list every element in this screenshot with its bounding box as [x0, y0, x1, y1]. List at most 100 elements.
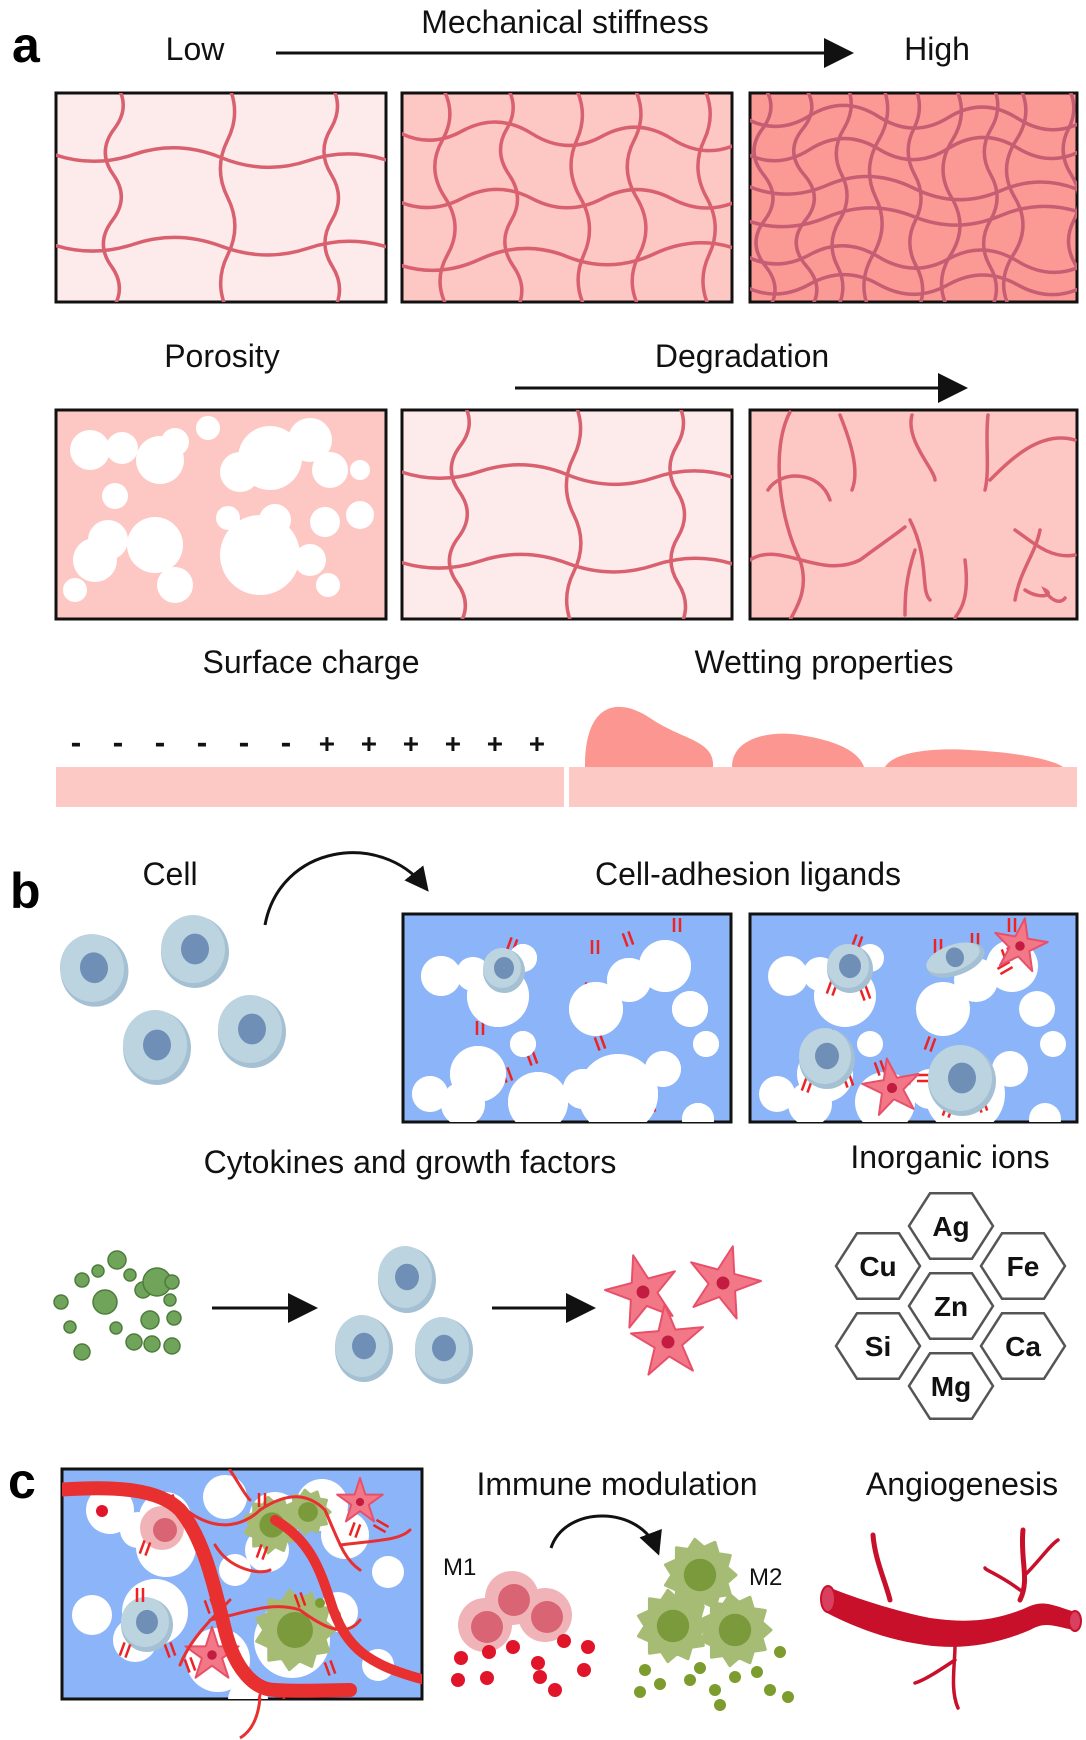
polymer-fiber: [981, 93, 1000, 302]
pore: [72, 1595, 112, 1635]
ligand-strand: [593, 1037, 601, 1052]
growth-factor: [107, 1250, 127, 1270]
surface-charge-label: Surface charge: [202, 644, 419, 680]
anti-inflammatory-cytokine: [764, 1684, 776, 1696]
cell-nucleus: [661, 1335, 675, 1349]
hydrogel-medium-stiffness: [400, 91, 734, 304]
differentiated-cells: [604, 1245, 762, 1376]
negative-charge: -: [110, 729, 126, 759]
capillary: [208, 1605, 302, 1622]
pore: [219, 1554, 251, 1586]
differentiated-cell: [629, 1303, 704, 1376]
ion-symbol: Si: [865, 1331, 891, 1362]
polymer-fiber: [402, 120, 732, 153]
ligand-strand: [144, 1542, 152, 1557]
m1-nucleus: [531, 1601, 563, 1633]
fiber-fragment: [988, 436, 1077, 482]
capillary: [178, 1503, 262, 1527]
adhesion-ligand: [163, 1641, 177, 1659]
pore: [1019, 991, 1055, 1027]
pro-inflammatory-cytokine: [451, 1673, 465, 1687]
cell-label: Cell: [142, 856, 197, 892]
polymer-fiber: [322, 93, 342, 302]
vessel-branch: [270, 1515, 422, 1685]
ion-symbol: Ag: [932, 1211, 969, 1242]
cell-nucleus: [432, 1334, 456, 1362]
ligand-strand: [864, 984, 872, 999]
pro-inflammatory-cytokine: [454, 1651, 468, 1665]
pores-with-ligands: [412, 918, 719, 1122]
adhesion-ligand: [183, 1656, 197, 1674]
fiber-fragment: [766, 474, 832, 502]
cell-nucleus: [181, 933, 209, 965]
adhered-cell: [827, 944, 873, 993]
adhesion-ligand: [372, 1518, 390, 1534]
wetting-label: Wetting properties: [694, 644, 953, 680]
adhesion-ligand: [348, 1521, 362, 1539]
adhesion-ligand: [293, 1591, 307, 1609]
pro-inflammatory-cytokine: [482, 1645, 496, 1659]
cell-nucleus: [815, 1042, 839, 1070]
anti-inflammatory-cytokine: [639, 1664, 651, 1676]
pore: [259, 504, 291, 536]
pore: [768, 956, 808, 996]
panel-b: b Cell Cell-adhesion ligands Cytokines a…: [10, 851, 1079, 1420]
porosity-label: Porosity: [164, 338, 280, 374]
anti-inflammatory-cytokine: [684, 1674, 696, 1686]
positive-charge: +: [361, 729, 377, 759]
pore: [992, 1051, 1028, 1087]
hexagon-outline: [979, 1232, 1067, 1300]
polymer-fiber: [402, 552, 732, 574]
anti-inflammatory-cytokine: [714, 1699, 726, 1711]
polymer-fiber: [402, 241, 732, 273]
hexagon-outline: [907, 1272, 995, 1340]
cell-nucleus: [238, 1013, 266, 1045]
adhered-cell: [121, 1597, 173, 1652]
pore: [639, 940, 691, 992]
fiber-fragment: [777, 410, 806, 619]
free-cells: [59, 915, 286, 1085]
m1-macrophages: [451, 1571, 595, 1697]
growth-factor: [109, 1321, 123, 1335]
ligand-strand: [329, 1659, 337, 1674]
adhered-cell: [799, 1028, 855, 1089]
growth-factor: [91, 1264, 105, 1278]
droplet-intermediate: [732, 733, 864, 767]
hexagon-outline: [907, 1192, 995, 1260]
fiber-fragment: [1023, 586, 1067, 603]
cytokine-dot: [315, 1598, 325, 1608]
anti-inflammatory-cytokine: [751, 1666, 763, 1678]
adhesion-ligand: [593, 1034, 607, 1052]
cell-nucleus: [839, 953, 861, 979]
pore: [294, 544, 326, 576]
seeded-cell: [218, 995, 286, 1068]
polymer-fiber: [498, 93, 524, 302]
scaffold-contents: [62, 1469, 422, 1699]
adhesion-ligand: [672, 918, 682, 932]
cell-nucleus: [79, 952, 109, 984]
capillary: [323, 1508, 362, 1572]
capillary: [258, 1495, 327, 1512]
fiber-fragment: [909, 413, 937, 482]
fiber-fragment: [750, 525, 907, 568]
ligand-strand: [203, 1600, 211, 1615]
pore: [759, 1076, 795, 1112]
m2-macrophage: [285, 1488, 332, 1536]
cell-nucleus: [352, 1332, 376, 1360]
vessel-lumen-right: [1068, 1610, 1082, 1632]
growth-factor: [53, 1294, 69, 1310]
droplet-hydrophilic: [885, 749, 1063, 767]
pore: [441, 1082, 485, 1122]
negative-charge: -: [152, 729, 168, 759]
pro-inflammatory-cytokine: [581, 1640, 595, 1654]
pore: [161, 428, 189, 456]
hydrogel-low-stiffness: [54, 91, 388, 304]
cell-nucleus: [886, 1082, 898, 1094]
ligand-scaffold: [401, 912, 733, 1124]
adhesion-ligand: [590, 940, 600, 954]
polymer-fiber: [792, 93, 819, 302]
stem-cells: [335, 1246, 473, 1384]
fiber-network: [750, 93, 1077, 302]
negative-charge: -: [68, 729, 84, 759]
adhesion-ligand: [255, 1543, 269, 1561]
